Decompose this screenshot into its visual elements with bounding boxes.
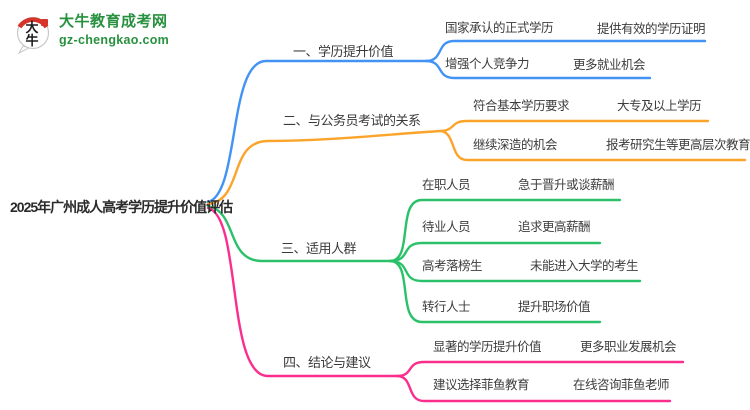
branch-2-child-2-detail: 报考研究生等更高层次教育: [606, 138, 750, 152]
branch-1-connector: [206, 59, 428, 204]
branch-3-child-1-label: 在职人员: [422, 178, 471, 192]
branch-4-connector: [206, 206, 399, 378]
site-logo-text: 大牛教育成考网 gz-chengkao.com: [59, 10, 169, 47]
branch-3-child-2-label: 待业人员: [422, 220, 471, 234]
branch-2-label: 二、与公务员考试的关系: [283, 113, 421, 128]
branch-3-child-1-connector: [388, 198, 622, 263]
daniu-logo-icon: 大 牛: [16, 16, 50, 54]
logo-char-bottom: 牛: [25, 33, 38, 48]
branch-1-label: 一、学历提升价值: [293, 44, 394, 59]
branch-2-child-2-label: 继续深造的机会: [473, 138, 558, 152]
branch-2-child-1-detail: 大专及以上学历: [617, 99, 702, 113]
branch-3-child-2-detail: 追求更高薪酬: [518, 220, 591, 234]
branch-2-child-1-connector: [439, 119, 710, 133]
site-domain: gz-chengkao.com: [59, 33, 170, 47]
branch-3-connector: [206, 204, 392, 263]
branch-2-connector: [206, 129, 443, 206]
branch-4-child-1-connector: [395, 360, 685, 378]
branch-3-child-4-detail: 提升职场价值: [518, 300, 591, 314]
branch-4-label: 四、结论与建议: [283, 355, 371, 370]
branch-3-label: 三、适用人群: [281, 241, 357, 256]
branch-3-child-3-label: 高考落榜生: [422, 259, 483, 273]
branch-3-child-2-connector: [388, 241, 602, 263]
branch-3-child-3-detail: 未能进入大学的考生: [530, 259, 639, 273]
branch-1-child-1-detail: 提供有效的学历证明: [597, 22, 706, 36]
branch-1-child-2-label: 增强个人竞争力: [445, 57, 530, 71]
branch-1-child-2-detail: 更多就业机会: [573, 58, 646, 72]
branch-1-child-2-connector: [424, 59, 652, 80]
branch-3-child-4-label: 转行人士: [422, 300, 471, 314]
branch-2-child-2-connector: [439, 129, 747, 162]
central-topic: 2025年广州成人高考学历提升价值评估: [10, 199, 233, 215]
branch-3-child-1-detail: 急于晋升或谈薪酬: [518, 178, 615, 192]
branch-3-child-4-connector: [388, 259, 602, 324]
branch-4-child-2-label: 建议选择菲鱼教育: [433, 378, 530, 392]
site-logo[interactable]: 大 牛 大牛教育成考网 gz-chengkao.com: [14, 10, 169, 54]
branch-4-child-1-detail: 更多职业发展机会: [580, 340, 677, 354]
branch-1-child-1-label: 国家承认的正式学历: [445, 21, 554, 35]
branch-4-child-2-detail: 在线咨询菲鱼老师: [573, 378, 670, 392]
branch-4-child-2-connector: [395, 374, 672, 403]
logo-char-top: 大: [25, 20, 38, 35]
branch-4-child-1-label: 显著的学历提升价值: [433, 340, 542, 354]
site-name: 大牛教育成考网: [59, 13, 168, 30]
branch-2-child-1-label: 符合基本学历要求: [473, 99, 570, 113]
